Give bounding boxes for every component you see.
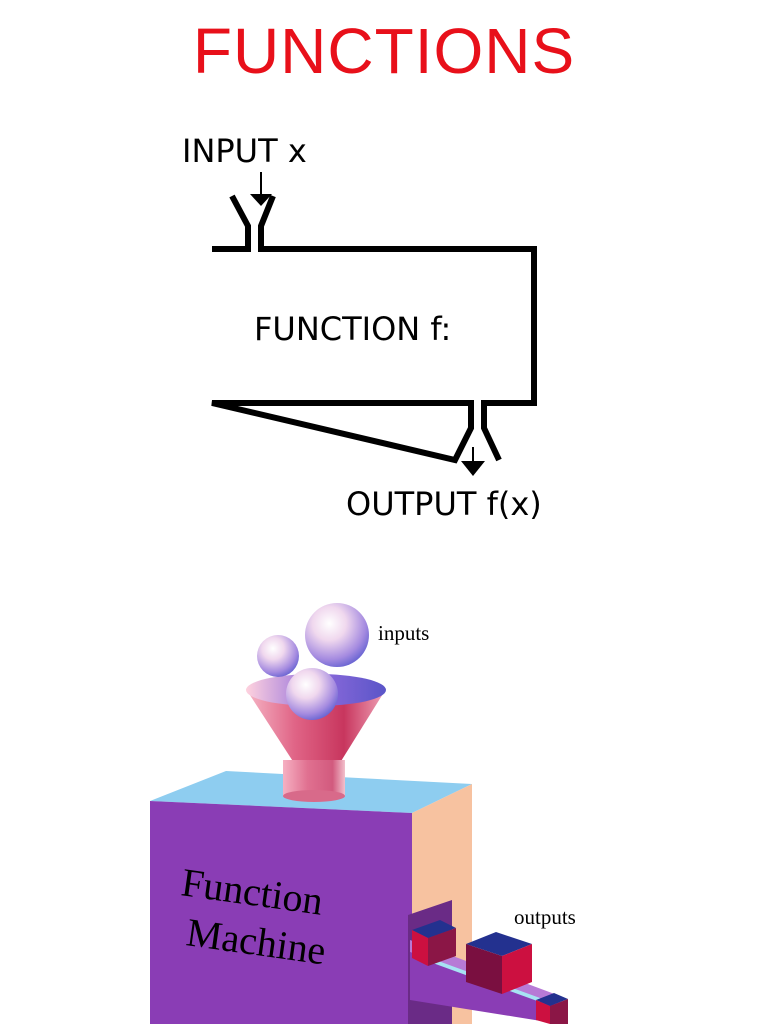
input-ball [286,668,338,720]
outputs-label: outputs [514,905,576,929]
input-ball [257,635,299,677]
output-label: OUTPUT f(x) [346,485,542,523]
input-label: INPUT x [182,132,307,170]
output-arrow [461,447,485,476]
function-label: FUNCTION f: [254,310,451,348]
inputs-label: inputs [378,621,429,645]
output-cube [412,920,456,966]
machine-front [150,801,412,1024]
input-ball [305,603,369,667]
page-title: FUNCTIONS [192,15,576,87]
function-box-diagram: INPUT x FUNCTION f: OUTPUT f(x) [182,132,542,523]
output-cube [466,932,532,994]
input-arrow [250,172,272,206]
function-machine: Function Machine inputs outputs [150,603,576,1024]
function-box-outline [211,194,537,464]
output-cube [536,993,568,1024]
